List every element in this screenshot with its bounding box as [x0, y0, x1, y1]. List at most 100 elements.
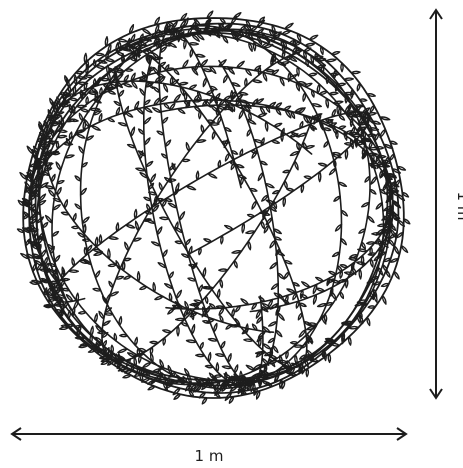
- leaf: [273, 122, 283, 128]
- leaf: [234, 305, 241, 313]
- leaf: [278, 354, 283, 365]
- leaf: [43, 287, 48, 297]
- leaf: [238, 28, 244, 38]
- leaf: [120, 368, 130, 373]
- leaf: [94, 94, 99, 104]
- leaf: [156, 130, 165, 136]
- leaf: [201, 98, 209, 107]
- leaf: [275, 329, 283, 338]
- leaf: [281, 380, 286, 390]
- leaf: [393, 245, 400, 255]
- leaf: [255, 309, 262, 319]
- leaf: [31, 244, 40, 250]
- leaf: [285, 350, 289, 360]
- leaf: [142, 36, 152, 42]
- leaf: [340, 209, 349, 217]
- leaf: [271, 69, 280, 76]
- leaf: [54, 254, 61, 263]
- leaf: [65, 294, 74, 302]
- leaf: [238, 108, 244, 120]
- leaf: [202, 267, 207, 278]
- leaf: [137, 353, 142, 364]
- leaf: [263, 224, 270, 234]
- leaf: [301, 281, 311, 288]
- leaf: [116, 38, 128, 43]
- leaf: [191, 323, 196, 335]
- leaf: [252, 363, 263, 371]
- leaf: [289, 340, 299, 345]
- leaf: [90, 125, 101, 131]
- leaf: [50, 173, 56, 183]
- leaf: [125, 358, 131, 367]
- leaf: [387, 219, 394, 228]
- leaf: [202, 76, 208, 88]
- leaf: [157, 262, 167, 269]
- leaf: [185, 308, 192, 316]
- leaf: [387, 238, 396, 248]
- leaf: [250, 149, 259, 154]
- leaf: [249, 187, 258, 192]
- leaf: [108, 67, 116, 74]
- leaf: [380, 168, 386, 178]
- leaf: [81, 216, 90, 224]
- leaf: [267, 101, 277, 109]
- leaf: [209, 122, 220, 126]
- leaf: [173, 28, 181, 35]
- leaf: [255, 390, 261, 400]
- leaf: [201, 285, 212, 290]
- leaf: [257, 112, 268, 118]
- leaf: [315, 287, 326, 292]
- leaf: [174, 221, 179, 232]
- leaf: [144, 368, 151, 377]
- leaf: [243, 31, 254, 37]
- leaf: [193, 25, 202, 32]
- leaf: [184, 382, 193, 392]
- leaf: [50, 280, 59, 285]
- leaf: [314, 52, 318, 62]
- leaf: [227, 375, 239, 380]
- leaf: [355, 113, 365, 118]
- leaf: [307, 322, 318, 326]
- leaf: [344, 148, 349, 160]
- leaf: [132, 237, 142, 242]
- leaf: [115, 222, 120, 232]
- leaf: [291, 362, 299, 368]
- leaf: [262, 343, 272, 350]
- leaf: [303, 175, 313, 180]
- leaf: [214, 381, 221, 391]
- leaf: [256, 28, 265, 35]
- leaf: [375, 202, 383, 210]
- leaf: [198, 247, 202, 256]
- leaf: [264, 120, 269, 132]
- leaf: [143, 137, 151, 146]
- leaf: [331, 124, 338, 135]
- leaf: [83, 118, 91, 128]
- leaf: [294, 49, 303, 54]
- leaf: [74, 203, 82, 210]
- leaf: [52, 197, 62, 203]
- leaf: [124, 39, 132, 48]
- leaf: [310, 89, 315, 98]
- leaf: [201, 397, 208, 405]
- leaf: [177, 31, 181, 43]
- leaf: [209, 65, 217, 74]
- leaf: [393, 270, 400, 280]
- leaf: [141, 377, 151, 383]
- leaf: [204, 295, 209, 304]
- leaf: [95, 336, 103, 344]
- leaf: [219, 17, 226, 24]
- leaf: [349, 117, 354, 128]
- leaf: [305, 114, 312, 125]
- leaf: [115, 73, 124, 81]
- leaf: [78, 112, 84, 122]
- leaf: [79, 108, 90, 113]
- leaf: [106, 64, 110, 75]
- leaf: [332, 69, 337, 80]
- leaf: [134, 220, 140, 232]
- leaf: [371, 152, 375, 163]
- leaf: [367, 152, 378, 156]
- leaf: [37, 157, 47, 164]
- leaf: [329, 72, 339, 77]
- leaf: [344, 91, 355, 96]
- leaf: [357, 248, 368, 253]
